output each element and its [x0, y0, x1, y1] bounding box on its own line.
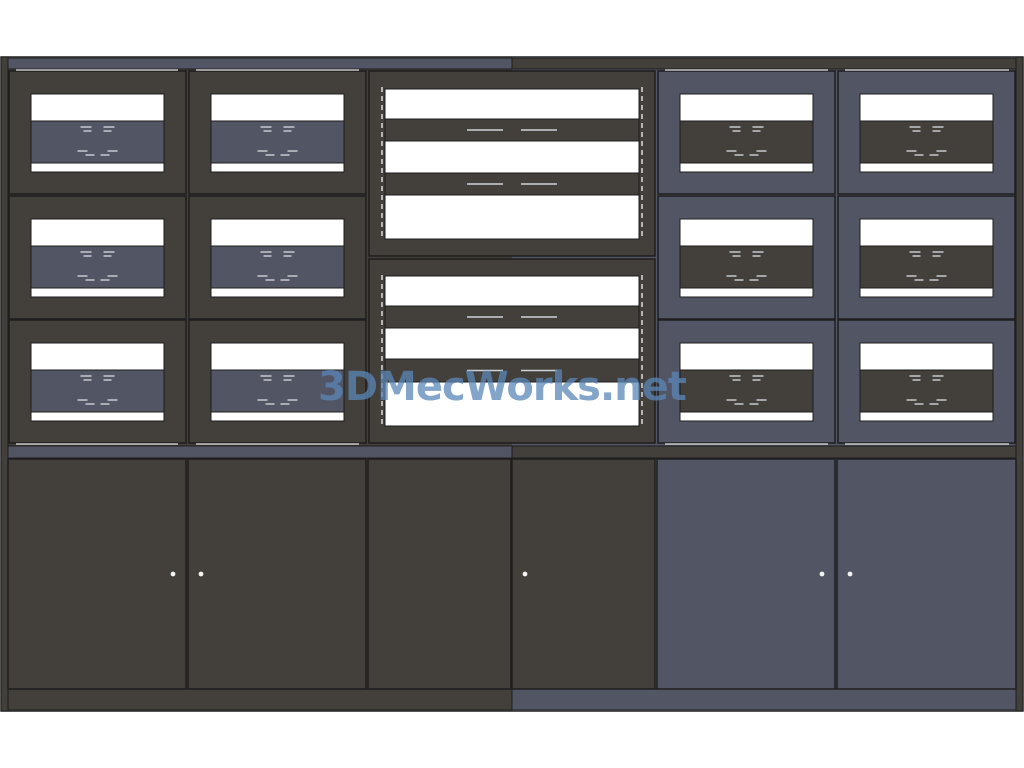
shelf-drawer-bar	[384, 305, 640, 329]
display-window-band	[210, 120, 345, 164]
shelf-glass-panel	[384, 275, 640, 307]
shelf-drawer-bar	[384, 172, 640, 196]
display-box-L-3-2	[188, 319, 367, 444]
lower-door-panel	[7, 458, 187, 690]
top-trim-left	[7, 57, 513, 70]
center-shelf-unit-2	[368, 258, 656, 444]
mid-rail-right	[511, 445, 1017, 459]
display-box-L-2-2	[188, 195, 367, 320]
shelf-glass-panel	[384, 140, 640, 174]
shelf-drawer-bar	[384, 118, 640, 142]
lower-door-door-2	[187, 458, 367, 690]
shelf-glass-panel	[384, 194, 640, 240]
shelf-glass-panel	[384, 327, 640, 360]
display-box-R-3-1	[657, 319, 836, 444]
plinth-right	[511, 688, 1017, 711]
lower-door-panel	[511, 458, 656, 690]
display-window-band	[30, 369, 165, 413]
top-trim-right	[511, 57, 1017, 70]
lower-door-door-1	[7, 458, 187, 690]
lower-door-panel	[656, 458, 836, 690]
display-window-band	[859, 245, 994, 289]
door-knob	[847, 571, 853, 577]
door-knob	[522, 571, 528, 577]
display-box-L-1-2	[188, 70, 367, 195]
display-window-band	[210, 245, 345, 289]
lower-door-door-4	[511, 458, 656, 690]
lower-door-door-3	[367, 458, 512, 690]
lower-door-panel	[836, 458, 1017, 690]
mid-rail-left	[7, 445, 513, 459]
display-window-band	[859, 120, 994, 164]
display-window-band	[679, 369, 814, 413]
door-knob	[170, 571, 176, 577]
shelf-glass-panel	[384, 88, 640, 120]
display-window-band	[679, 245, 814, 289]
center-shelf-unit-1	[368, 70, 656, 257]
display-window-band	[30, 245, 165, 289]
lower-door-panel	[187, 458, 367, 690]
door-knob	[198, 571, 204, 577]
display-box-R-3-2	[837, 319, 1016, 444]
lower-door-door-5	[656, 458, 836, 690]
shelf-glass-panel	[384, 381, 640, 427]
display-box-R-1-2	[837, 70, 1016, 195]
display-box-L-3-1	[8, 319, 187, 444]
lower-door-panel	[367, 458, 512, 690]
display-box-R-2-2	[837, 195, 1016, 320]
lower-door-door-6	[836, 458, 1017, 690]
display-window-band	[210, 369, 345, 413]
shelf-drawer-bar	[384, 358, 640, 383]
side-post-left	[0, 56, 9, 712]
display-window-band	[679, 120, 814, 164]
display-box-L-2-1	[8, 195, 187, 320]
display-window-band	[30, 120, 165, 164]
display-box-L-1-1	[8, 70, 187, 195]
plinth-left	[7, 688, 513, 711]
side-post-right	[1015, 56, 1024, 712]
display-box-R-2-1	[657, 195, 836, 320]
display-box-R-1-1	[657, 70, 836, 195]
door-knob	[819, 571, 825, 577]
display-window-band	[859, 369, 994, 413]
